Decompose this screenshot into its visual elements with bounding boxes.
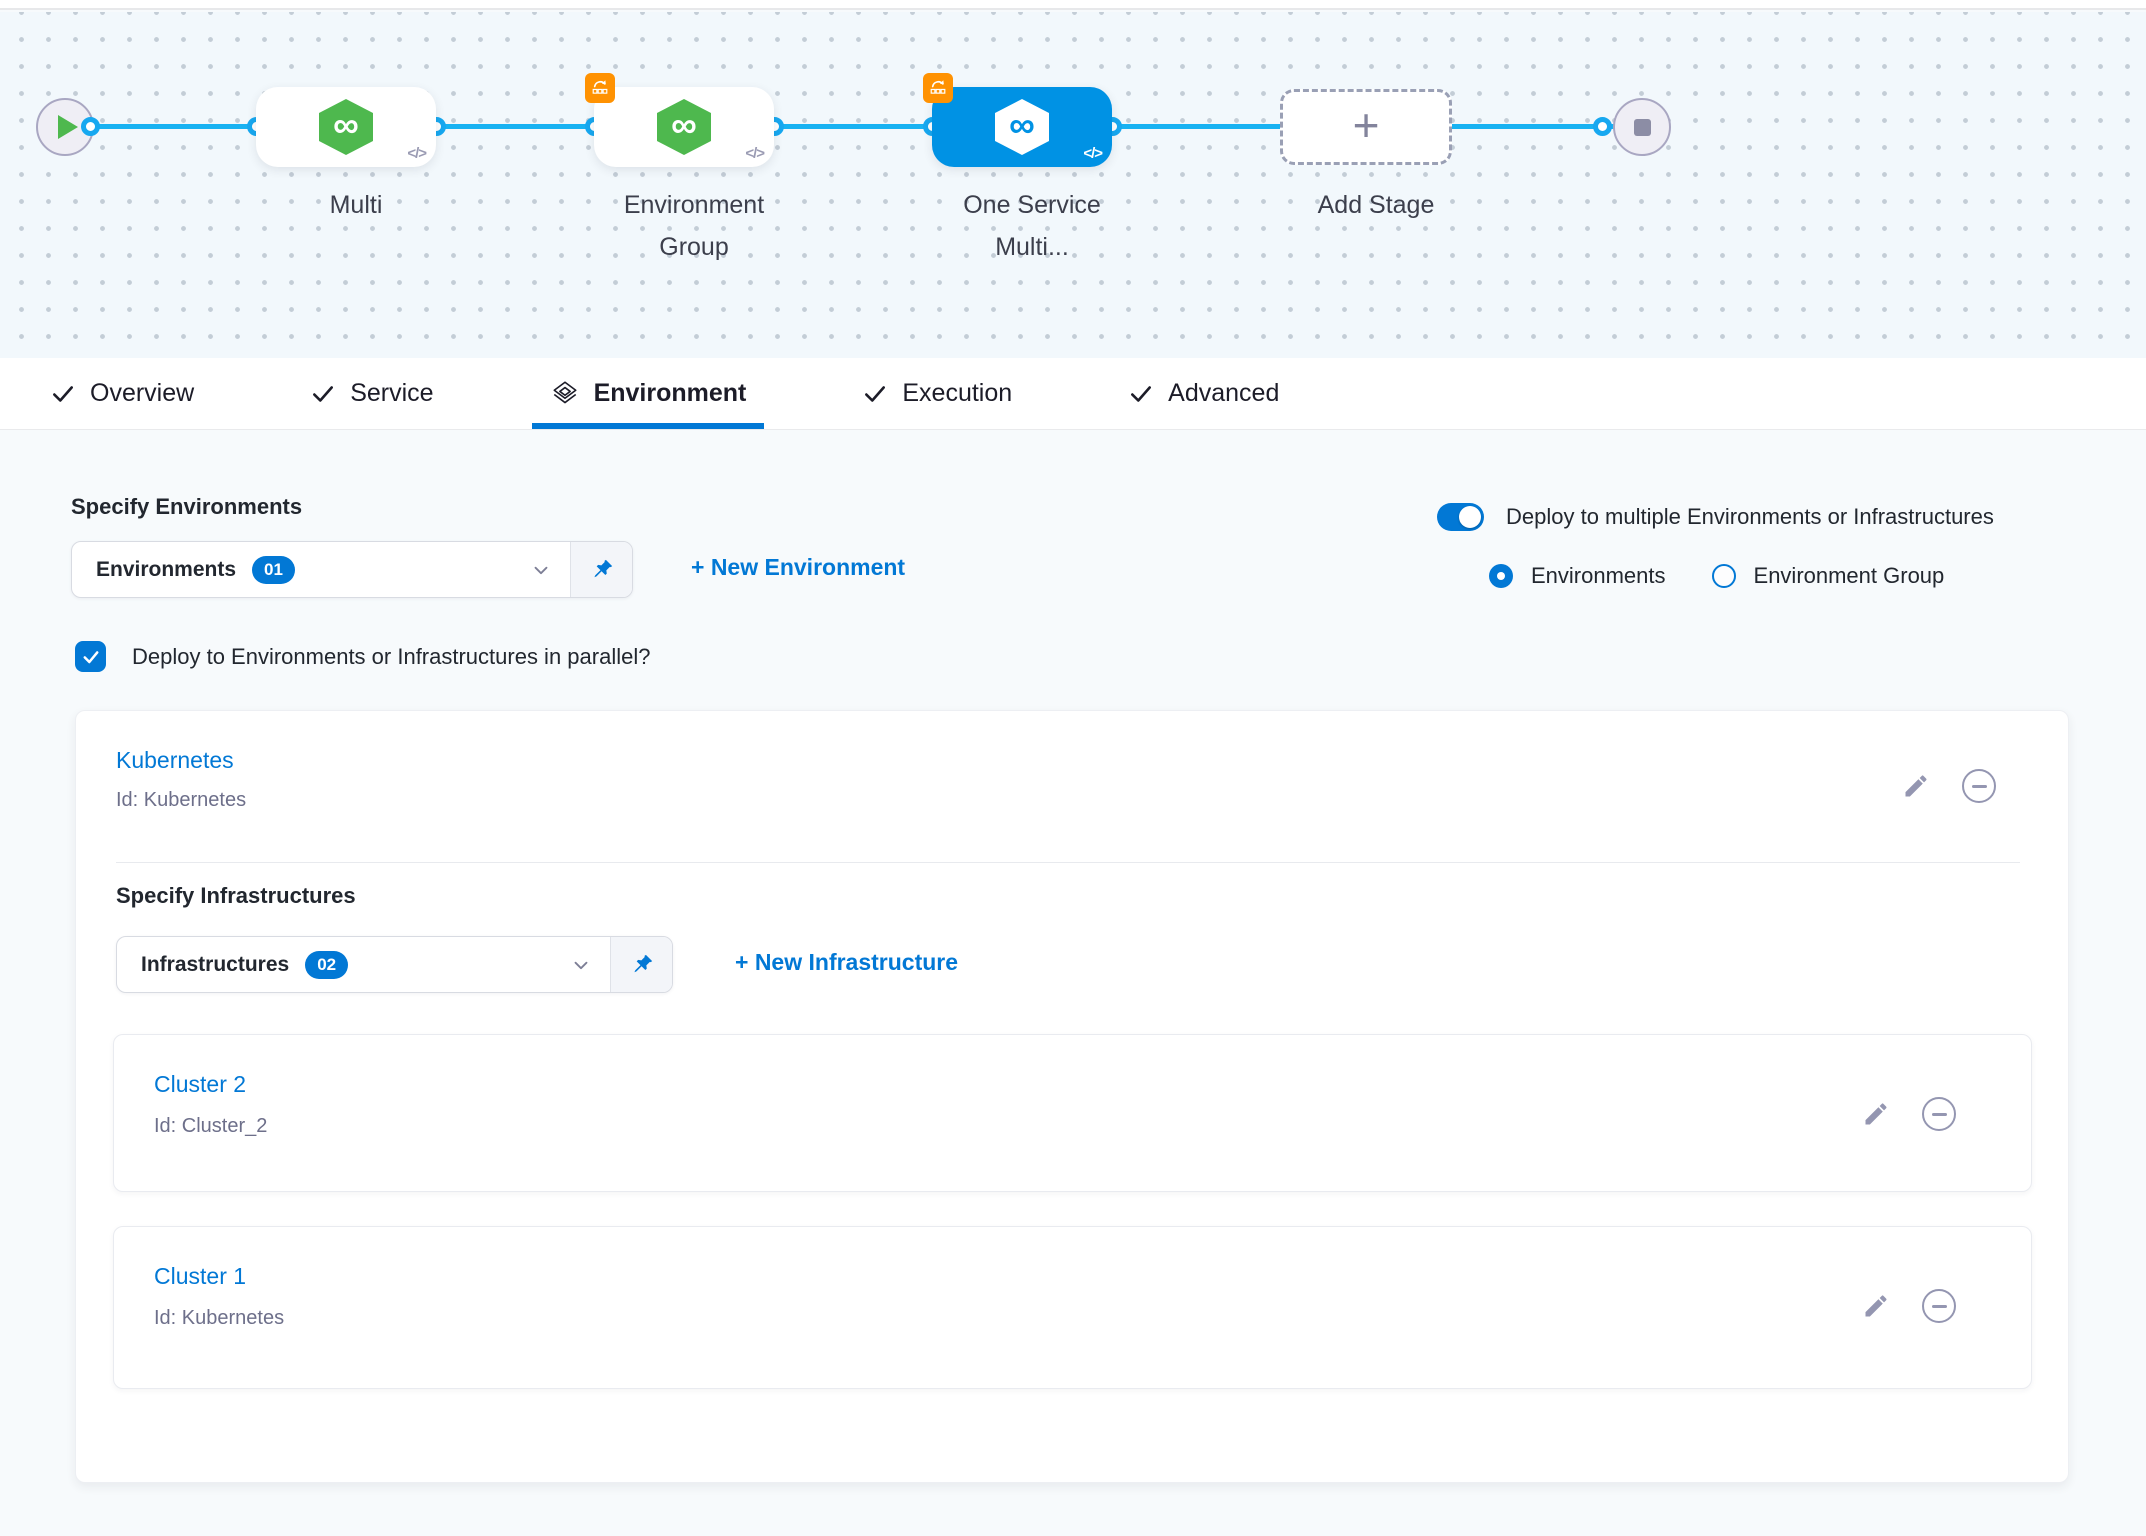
radio-environments-label: Environments [1531,563,1666,588]
divider [116,862,2020,863]
pin-button[interactable] [610,937,672,992]
pin-icon [593,559,612,577]
count-badge: 01 [252,555,295,584]
new-infrastructure-link[interactable]: + New Infrastructure [735,949,959,975]
edit-infrastructure-button[interactable] [1862,1100,1890,1128]
port-start [81,117,100,136]
specify-infrastructures-label: Specify Infrastructures [116,883,356,908]
stage-node-environment-group[interactable]: ∞ </> [585,73,774,167]
stage-tabs: Overview Service Environment Execution A… [0,358,2146,430]
edit-environment-button[interactable] [1902,772,1930,800]
dropdown-value: Environments [96,557,237,581]
rollback-badge-icon [923,73,953,103]
infrastructure-card-cluster-1: Cluster 1 Id: Kubernetes [113,1226,2032,1389]
count-badge: 02 [305,950,349,979]
infrastructure-name-link[interactable]: Cluster 2 [154,1071,247,1097]
remove-infrastructure-button[interactable] [1922,1289,1956,1323]
infrastructure-name-link[interactable]: Cluster 1 [154,1263,247,1289]
tab-execution[interactable]: Execution [852,358,1022,429]
chevron-down-icon [570,954,592,976]
stage-label-environment-group: Environment Group [623,191,765,261]
check-icon [1131,385,1152,402]
infrastructure-id-text: Id: Cluster_2 [154,1115,268,1137]
code-icon: </> [745,145,765,162]
rollback-badge-icon [585,73,615,103]
pin-button[interactable] [570,542,632,597]
pipeline-start-node [36,98,94,156]
minus-circle-icon [1962,769,1996,803]
infinity-icon: ∞ [1009,104,1035,145]
deploy-multiple-toggle[interactable] [1437,503,1484,531]
dropdown-value: Infrastructures [141,952,290,976]
pin-icon [633,954,652,972]
environment-tab-panel: Specify Environments Environments 01 + N… [0,430,2146,1536]
tab-label: Overview [90,379,195,407]
tab-overview[interactable]: Overview [40,358,204,429]
check-icon [865,385,886,402]
infrastructure-card-cluster-2: Cluster 2 Id: Cluster_2 [113,1034,2032,1192]
code-icon: </> [407,145,427,162]
environment-tab-icon [553,380,577,403]
add-stage-button[interactable]: + [1280,89,1452,165]
tab-advanced[interactable]: Advanced [1118,358,1289,429]
minus-circle-icon [1922,1289,1956,1323]
plus-icon: + [1352,99,1380,151]
code-icon: </> [1083,145,1103,162]
pencil-icon [1865,1103,1887,1125]
radio-environment-group[interactable] [1711,564,1736,588]
remove-environment-button[interactable] [1962,769,1996,803]
service-hexagon-icon: ∞ [319,99,373,155]
tab-service[interactable]: Service [300,358,443,429]
check-icon [313,385,334,402]
top-strip [0,0,2146,10]
parallel-checkbox[interactable] [75,641,106,672]
infrastructure-id-text: Id: Kubernetes [154,1307,285,1329]
new-environment-link[interactable]: + New Environment [691,554,906,580]
tab-label: Advanced [1168,379,1280,407]
tab-label: Execution [902,379,1013,407]
port-end [1593,117,1612,136]
stop-icon [1633,118,1651,136]
pencil-icon [1905,775,1927,797]
edit-infrastructure-button[interactable] [1862,1292,1890,1320]
pencil-icon [1865,1295,1887,1317]
infrastructures-dropdown[interactable]: Infrastructures 02 [116,936,673,993]
stage-label-one-service-multi: One Service Multi... [963,191,1101,261]
tab-label: Service [350,379,434,407]
stage-node-multi[interactable]: ∞ </> [256,87,436,167]
specify-environments-label: Specify Environments [71,494,303,519]
environment-card-kubernetes: Kubernetes Id: Kubernetes Specify Infras… [75,710,2069,1483]
check-icon [83,650,98,663]
minus-circle-icon [1922,1097,1956,1131]
pipeline-connector-line [66,124,1642,129]
environments-dropdown[interactable]: Environments 01 [71,541,633,598]
infinity-icon: ∞ [333,104,359,145]
radio-environments[interactable] [1489,564,1513,588]
pipeline-canvas: ∞ </> Multi ∞ </> Environment Group [0,12,2146,358]
pipeline-end-node [1613,98,1671,156]
tab-label: Environment [593,379,747,407]
environment-id-text: Id: Kubernetes [116,789,247,811]
stage-label-add-stage: Add Stage [1317,191,1435,219]
chevron-down-icon [530,559,552,581]
parallel-checkbox-label: Deploy to Environments or Infrastructure… [132,643,651,669]
stage-label-multi: Multi [329,191,383,219]
radio-environment-group-label: Environment Group [1753,563,1945,588]
tab-environment[interactable]: Environment [531,358,765,429]
remove-infrastructure-button[interactable] [1922,1097,1956,1131]
service-hexagon-icon: ∞ [995,99,1049,155]
environment-name-link[interactable]: Kubernetes [116,747,234,773]
check-icon [53,385,73,402]
stage-node-one-service-multi[interactable]: ∞ </> [923,73,1112,167]
toggle-knob [1459,506,1481,528]
service-hexagon-icon: ∞ [657,99,711,155]
play-icon [57,115,78,139]
deploy-multiple-label: Deploy to multiple Environments or Infra… [1506,504,1994,529]
infinity-icon: ∞ [671,104,697,145]
